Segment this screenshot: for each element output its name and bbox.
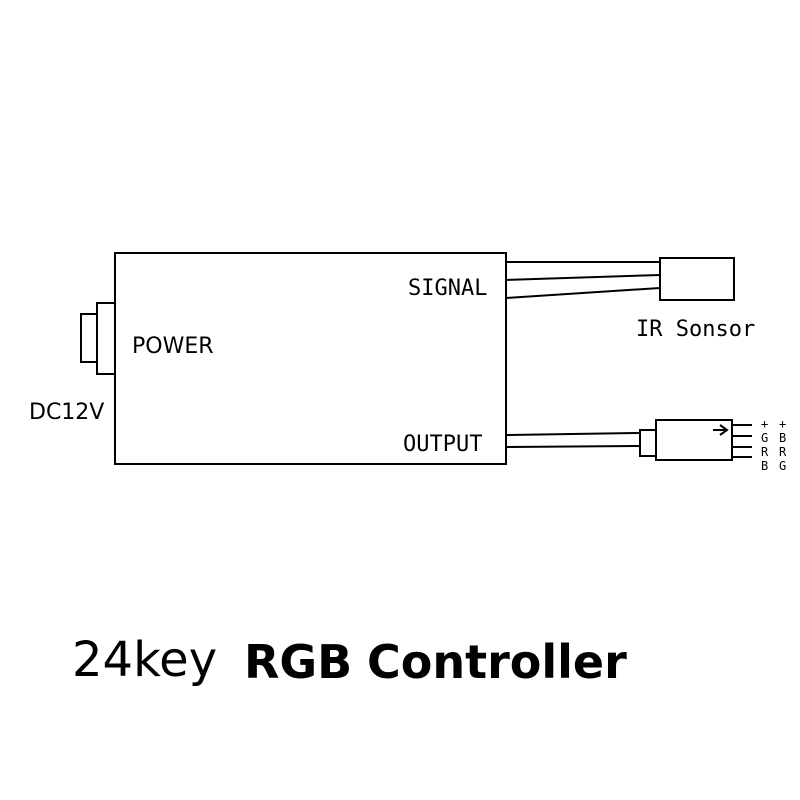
dc-label: DC12V (29, 400, 104, 425)
ir-sensor-label: IR Sonsor (636, 317, 755, 342)
dc-jack (80, 302, 116, 375)
title-part-3: Controller (367, 635, 627, 689)
pin-labels-left: + G R B (761, 417, 769, 473)
pin-label: B (761, 459, 768, 473)
rgb-connector (639, 419, 752, 461)
pin-label: G (761, 431, 768, 445)
pin-label: R (779, 445, 787, 459)
ir-sensor-box (659, 257, 735, 301)
pin-label: B (779, 431, 786, 445)
signal-cable (505, 261, 661, 299)
signal-label: SIGNAL (408, 276, 487, 301)
power-label: POWER (132, 334, 214, 359)
pin-label: + (761, 417, 768, 431)
pin-label: + (779, 417, 786, 431)
pin-label: R (761, 445, 769, 459)
pin-labels-right: + B R G (779, 417, 787, 473)
pin-label: G (779, 459, 786, 473)
output-cable (505, 432, 641, 448)
title-part-1: 24key (72, 632, 217, 688)
output-label: OUTPUT (403, 432, 482, 457)
title-part-2: RGB (244, 635, 352, 689)
